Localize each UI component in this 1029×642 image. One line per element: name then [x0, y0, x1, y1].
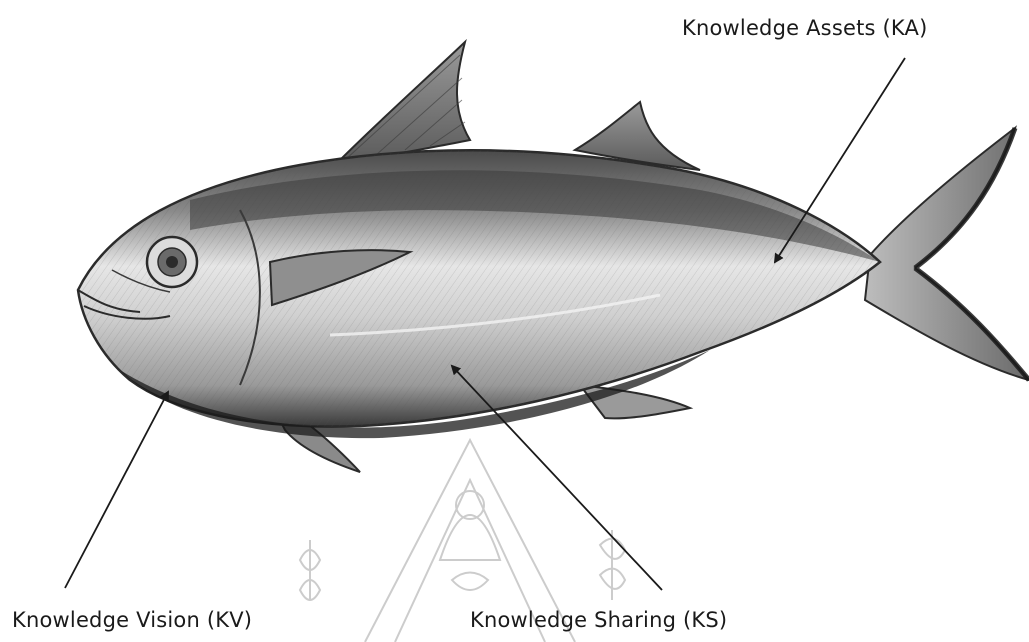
label-knowledge-vision: Knowledge Vision (KV): [12, 608, 252, 632]
tail-fin: [865, 128, 1029, 380]
label-knowledge-sharing: Knowledge Sharing (KS): [470, 608, 727, 632]
label-knowledge-assets: Knowledge Assets (KA): [682, 16, 928, 40]
anal-fin: [580, 385, 690, 418]
arrow-knowledge-vision: [65, 392, 168, 588]
dorsal-fin-front: [335, 42, 470, 165]
fish-eye: [147, 237, 197, 287]
